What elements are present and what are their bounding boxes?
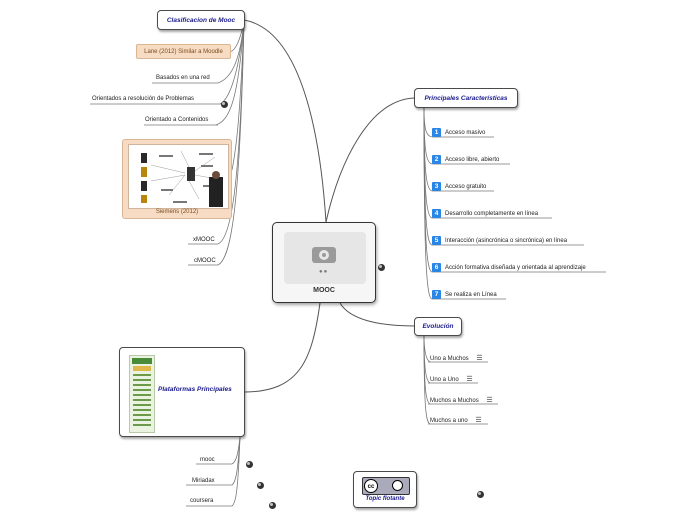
- note-lane[interactable]: Lane (2012) Similar a Moodle: [136, 44, 231, 59]
- floating-topic-label: Topic flotante: [365, 496, 405, 502]
- number-badge-icon: 4: [432, 209, 441, 218]
- siemens-image-topic[interactable]: Siemens (2012): [122, 139, 232, 219]
- feature-item-1[interactable]: 1 Acceso masivo: [432, 128, 485, 137]
- diagram-thumbnail: [141, 150, 223, 207]
- evolution-label: Uno a Uno: [430, 377, 459, 383]
- feature-label: Se realiza en Línea: [445, 292, 497, 299]
- platform-item-miriadax[interactable]: Miriadax: [192, 478, 215, 484]
- globe-link-icon[interactable]: [257, 482, 265, 490]
- siemens-diagram-image: [128, 144, 229, 209]
- note-lines-icon[interactable]: ☰: [466, 376, 473, 383]
- topic-evolucion[interactable]: Evolución: [414, 317, 462, 336]
- number-badge-icon: 2: [432, 155, 441, 164]
- number-badge-icon: 7: [432, 290, 441, 299]
- feature-label: Desarrollo completamente en línea: [445, 211, 539, 218]
- plataformas-thumbnail-image: [129, 355, 155, 433]
- evolution-item-2[interactable]: Uno a Uno ☰: [430, 375, 473, 383]
- platform-label: mooc: [200, 457, 215, 463]
- subtopic-cmooc[interactable]: cMOOC: [194, 258, 216, 264]
- floating-topic[interactable]: cc Topic flotante: [353, 471, 417, 508]
- feature-item-2[interactable]: 2 Acceso libre, abierto: [432, 155, 499, 164]
- topic-caracteristicas-label: Principales Características: [424, 94, 508, 102]
- central-topic[interactable]: ●● MOOC: [272, 222, 376, 303]
- feature-label: Interacción (asincrónica o sincrónica) e…: [445, 238, 568, 245]
- central-topic-label: MOOC: [313, 287, 335, 294]
- evolution-item-1[interactable]: Uno a Muchos ☰: [430, 354, 483, 362]
- subtopic-xmooc[interactable]: xMOOC: [193, 237, 215, 243]
- topic-evolucion-label: Evolución: [422, 323, 454, 330]
- subtopic-label: xMOOC: [193, 237, 215, 243]
- evolution-item-4[interactable]: Muchos a uno ☰: [430, 416, 482, 424]
- feature-item-4[interactable]: 4 Desarrollo completamente en línea: [432, 209, 538, 218]
- platform-label: coursera: [190, 498, 214, 504]
- topic-caracteristicas[interactable]: Principales Características: [414, 88, 518, 108]
- globe-link-icon[interactable]: [221, 101, 229, 109]
- creative-commons-badge: cc: [362, 477, 410, 495]
- feature-item-3[interactable]: 3 Acceso gratuito: [432, 182, 486, 191]
- subtopic-orientados-resolucion[interactable]: Orientados a resolución de Problemas: [92, 96, 194, 102]
- subtopic-label: Orientado a Contenidos: [145, 117, 209, 123]
- subtopic-basados-red[interactable]: Basados en una red: [156, 75, 210, 81]
- subtopic-label: cMOOC: [194, 258, 216, 264]
- globe-link-icon[interactable]: [245, 461, 253, 469]
- subtopic-label: Orientados a resolución de Problemas: [92, 96, 195, 102]
- feature-label: Acceso masivo: [445, 130, 486, 137]
- subtopic-label: Basados en una red: [156, 75, 210, 81]
- feature-label: Acceso gratuito: [445, 184, 487, 191]
- siemens-caption: Siemens (2012): [155, 209, 199, 215]
- feature-item-6[interactable]: 6 Acción formativa diseñada y orientada a…: [432, 263, 586, 272]
- number-badge-icon: 5: [432, 236, 441, 245]
- pager-dots-icon: ●●: [319, 269, 329, 275]
- evolution-label: Muchos a uno: [430, 418, 468, 424]
- note-lines-icon[interactable]: ☰: [475, 417, 482, 424]
- platform-label: Miriadax: [192, 478, 215, 484]
- platform-item-mooc[interactable]: mooc: [200, 457, 215, 463]
- globe-link-icon[interactable]: [378, 264, 385, 272]
- topic-plataformas[interactable]: Plataformas Principales: [119, 347, 245, 437]
- number-badge-icon: 3: [432, 182, 441, 191]
- number-badge-icon: 1: [432, 128, 441, 137]
- image-placeholder: ●●: [284, 232, 366, 284]
- note-lines-icon[interactable]: ☰: [486, 397, 493, 404]
- topic-clasificacion[interactable]: Clasificacion de Mooc: [157, 10, 245, 30]
- evolution-label: Muchos a Muchos: [430, 398, 479, 404]
- note-lines-icon[interactable]: ☰: [476, 355, 483, 362]
- attribution-icon: [392, 480, 403, 491]
- feature-label: Acción formativa diseñada y orientada al…: [445, 265, 586, 272]
- platform-item-coursera[interactable]: coursera: [190, 498, 213, 504]
- topic-plataformas-label: Plataformas Principales: [158, 386, 232, 393]
- subtopic-orientado-contenidos[interactable]: Orientado a Contenidos: [145, 117, 208, 123]
- feature-label: Acceso libre, abierto: [445, 157, 500, 164]
- camera-icon: [312, 247, 336, 263]
- note-lane-label: Lane (2012) Similar a Moodle: [144, 48, 223, 55]
- evolution-label: Uno a Muchos: [430, 356, 469, 362]
- cc-logo-icon: cc: [364, 479, 378, 493]
- feature-item-7[interactable]: 7 Se realiza en Línea: [432, 290, 497, 299]
- number-badge-icon: 6: [432, 263, 441, 272]
- feature-item-5[interactable]: 5 Interacción (asincrónica o sincrónica) …: [432, 236, 567, 245]
- thumbnail-graphic: [132, 358, 152, 426]
- globe-link-icon[interactable]: [477, 491, 485, 499]
- topic-clasificacion-label: Clasificacion de Mooc: [166, 16, 236, 24]
- globe-link-icon[interactable]: [268, 502, 276, 510]
- evolution-item-3[interactable]: Muchos a Muchos ☰: [430, 396, 493, 404]
